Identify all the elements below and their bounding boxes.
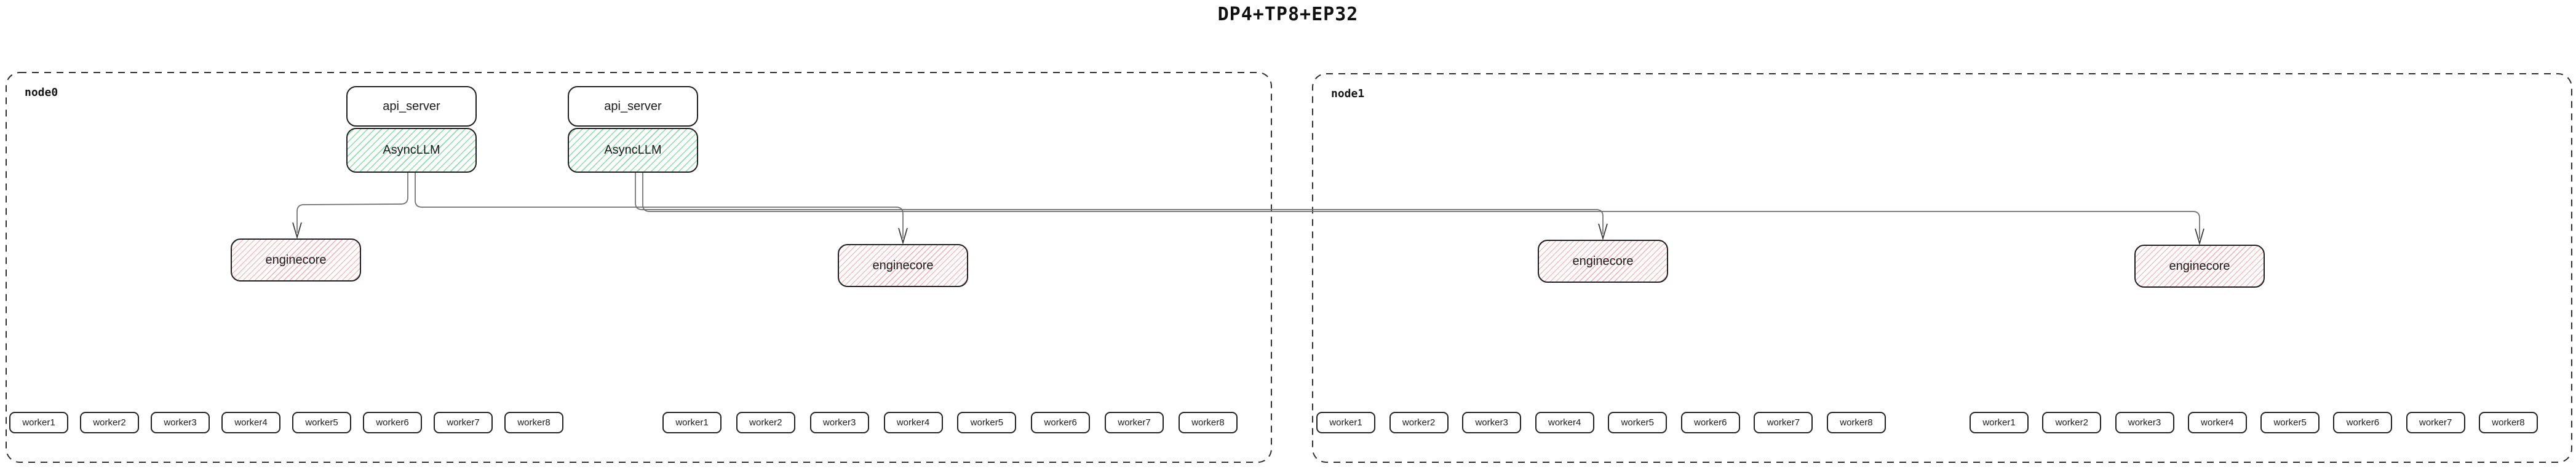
arrowhead-enginecore2 (898, 227, 908, 245)
worker-group-node1-1: worker1 worker2 worker3 worker4 worker5 … (1316, 412, 1886, 433)
enginecore-box-4: enginecore (2134, 245, 2265, 288)
node1-label: node1 (1331, 87, 1365, 100)
enginecore-box-3: enginecore (1538, 240, 1668, 283)
worker-box: worker3 (2115, 412, 2174, 433)
enginecore-box-1: enginecore (231, 238, 361, 282)
arrowhead-enginecore3 (1598, 223, 1608, 241)
node1-boundary (1312, 73, 2572, 463)
worker-group-node1-2: worker1 worker2 worker3 worker4 worker5 … (1970, 412, 2538, 433)
worker-box: worker3 (151, 412, 210, 433)
worker-box: worker2 (736, 412, 795, 433)
edge-asyncllm2-enginecore3 (635, 172, 1604, 234)
worker-box: worker5 (292, 412, 351, 433)
worker-box: worker6 (1031, 412, 1091, 433)
worker-box: worker8 (1178, 412, 1238, 433)
edge-asyncllm1-enginecore1 (296, 172, 408, 233)
worker-box: worker2 (2042, 412, 2102, 433)
worker-box: worker7 (434, 412, 493, 433)
worker-box: worker7 (1105, 412, 1164, 433)
worker-box: worker7 (1754, 412, 1813, 433)
worker-box: worker1 (1970, 412, 2029, 433)
diagram-title: DP4+TP8+EP32 (1217, 4, 1359, 25)
worker-box: worker3 (809, 412, 869, 433)
worker-box: worker1 (9, 412, 68, 433)
worker-box: worker8 (2478, 412, 2538, 433)
arrowhead-enginecore1 (292, 222, 302, 240)
worker-box: worker1 (662, 412, 722, 433)
arrowhead-enginecore4 (2195, 228, 2204, 246)
enginecore-box-2: enginecore (838, 244, 968, 287)
worker-box: worker4 (1535, 412, 1594, 433)
api-server-box-2: api_server (568, 86, 698, 127)
edge-asyncllm1-enginecore2 (415, 172, 904, 238)
worker-box: worker2 (1389, 412, 1449, 433)
worker-box: worker6 (2333, 412, 2393, 433)
worker-box: worker2 (80, 412, 139, 433)
worker-group-node0-2: worker1 worker2 worker3 worker4 worker5 … (662, 412, 1238, 433)
api-server-box-1: api_server (346, 86, 477, 127)
worker-box: worker5 (957, 412, 1017, 433)
asyncllm-box-1: AsyncLLM (346, 128, 477, 173)
worker-box: worker6 (363, 412, 422, 433)
worker-box: worker4 (883, 412, 943, 433)
worker-box: worker6 (1680, 412, 1740, 433)
worker-box: worker3 (1462, 412, 1522, 433)
worker-box: worker8 (1826, 412, 1886, 433)
edge-asyncllm2-enginecore4 (642, 172, 2200, 239)
worker-box: worker8 (504, 412, 563, 433)
node0-label: node0 (25, 86, 58, 99)
worker-box: worker4 (2187, 412, 2247, 433)
worker-box: worker5 (1608, 412, 1668, 433)
worker-box: worker7 (2406, 412, 2465, 433)
worker-group-node0-1: worker1 worker2 worker3 worker4 worker5 … (9, 412, 563, 433)
worker-box: worker5 (2260, 412, 2320, 433)
asyncllm-box-2: AsyncLLM (568, 128, 698, 173)
worker-box: worker1 (1316, 412, 1375, 433)
worker-box: worker4 (221, 412, 280, 433)
